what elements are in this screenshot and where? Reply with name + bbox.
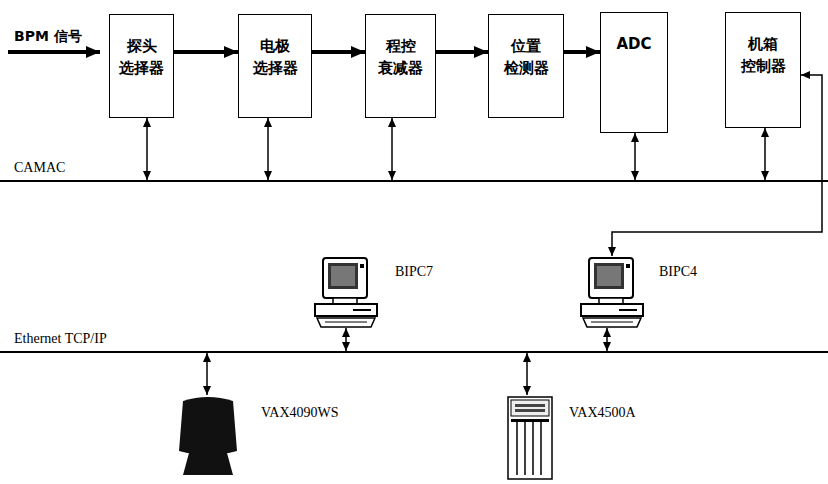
module-box: 机箱 控制器	[725, 12, 801, 128]
module-box: 位置 检测器	[488, 14, 564, 118]
computer-name: VAX4090WS	[261, 405, 339, 421]
computer-icon: BIPC7	[313, 256, 379, 328]
input-signal-arrow	[8, 50, 100, 54]
module-name: 程控 衰减器	[366, 35, 435, 79]
signal-arrow	[174, 50, 238, 54]
computer-name: BIPC7	[395, 264, 433, 280]
module-name: ADC	[601, 33, 667, 55]
bus-connector	[146, 118, 148, 180]
module-name: 位置 检测器	[489, 35, 563, 79]
computer-picture	[175, 395, 241, 477]
module-name: 探头 选择器	[110, 35, 173, 79]
signal-name: BPM 信号	[14, 28, 82, 46]
bus-connector	[634, 133, 636, 180]
computer-picture	[313, 256, 379, 328]
computer-picture	[579, 256, 645, 328]
bus-line: CAMAC	[0, 180, 828, 182]
module-box: 程控 衰减器	[365, 14, 436, 118]
bus-name: Ethernet TCP/IP	[14, 331, 107, 347]
computer-icon: VAX4090WS	[175, 395, 241, 477]
bus-connector	[764, 128, 766, 180]
module-box: ADC	[600, 12, 668, 133]
module-box: 电极 选择器	[238, 14, 312, 118]
bus-connector	[267, 118, 269, 180]
signal-arrow	[564, 50, 600, 54]
signal-arrow	[436, 50, 488, 54]
computer-icon: VAX4500A	[505, 395, 555, 481]
bus-connector	[391, 118, 393, 180]
module-box: 探头 选择器	[109, 14, 174, 118]
computer-picture	[505, 395, 555, 481]
bus-connector	[606, 328, 608, 351]
bus-connector	[206, 353, 208, 395]
module-name: 机箱 控制器	[726, 33, 800, 77]
computer-name: BIPC4	[659, 264, 697, 280]
bus-name: CAMAC	[14, 160, 65, 176]
module-name: 电极 选择器	[239, 35, 311, 79]
bus-line: Ethernet TCP/IP	[0, 351, 828, 353]
computer-icon: BIPC4	[579, 256, 645, 328]
bus-connector	[526, 353, 528, 395]
computer-name: VAX4500A	[569, 405, 636, 421]
bus-connector	[345, 328, 347, 351]
signal-arrow	[312, 50, 365, 54]
